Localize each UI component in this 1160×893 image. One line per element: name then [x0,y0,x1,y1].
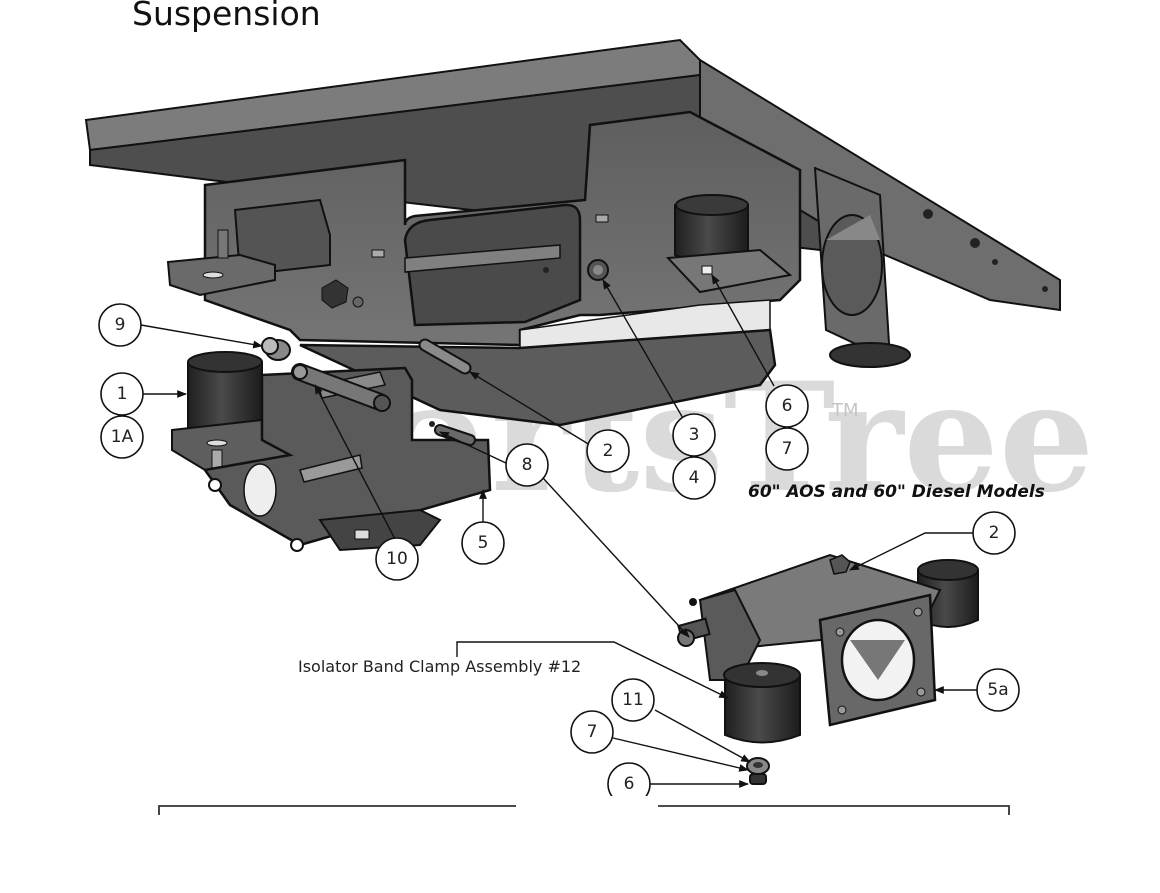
svg-text:3: 3 [689,425,700,445]
page-title: Suspension [132,0,321,33]
svg-text:5: 5 [478,533,489,553]
watermark-tm: TM [831,400,859,421]
bushing-9 [261,337,291,361]
svg-text:6: 6 [782,396,793,416]
svg-text:9: 9 [115,315,126,335]
assembly-label: Isolator Band Clamp Assembly #12 [298,657,581,676]
callout-4[interactable]: 4 [672,456,716,500]
leader-lines [140,274,977,788]
svg-text:8: 8 [522,455,533,475]
nut-washer-stack [746,757,770,785]
pin-2 [418,338,472,375]
seat-frame [84,38,1061,427]
callout-1a[interactable]: 1A [100,415,144,459]
callout-2b[interactable]: 2 [972,511,1016,555]
callouts: 9 1 1A 10 5 8 2 3 4 6 7 2 5a 11 7 6 [98,303,1020,805]
callout-9[interactable]: 9 [98,303,142,347]
svg-text:11: 11 [622,690,644,710]
svg-text:7: 7 [587,722,598,742]
callout-6b[interactable]: 6 [607,762,651,805]
left-suspension-bracket [171,337,492,552]
svg-text:1A: 1A [111,427,134,447]
svg-text:2: 2 [989,523,1000,543]
right-isolator [665,194,793,294]
callout-7b[interactable]: 7 [570,710,614,754]
svg-text:7: 7 [782,439,793,459]
callout-10[interactable]: 10 [375,537,419,581]
grease-fitting-center [587,259,609,281]
svg-text:4: 4 [689,468,700,488]
callout-1[interactable]: 1 [100,372,144,416]
bottom-bracket-frame [158,805,1010,815]
callout-11[interactable]: 11 [611,678,655,722]
lower-right-assembly [677,553,979,785]
grease-fitting-left [321,279,364,309]
callout-6[interactable]: 6 [765,384,809,428]
svg-text:1: 1 [117,384,128,404]
svg-text:10: 10 [386,549,408,569]
pivot-shaft [291,363,391,412]
model-caption: 60" AOS and 60" Diesel Models [748,482,1045,502]
callout-8[interactable]: 8 [505,443,549,487]
frame-center-cutout [403,203,582,327]
svg-text:5a: 5a [987,680,1008,700]
callout-3[interactable]: 3 [672,413,716,457]
callout-5a[interactable]: 5a [976,668,1020,712]
callout-7[interactable]: 7 [765,427,809,471]
callout-2[interactable]: 2 [586,429,630,473]
callout-5[interactable]: 5 [461,521,505,565]
svg-text:2: 2 [603,441,614,461]
rear-flange [813,166,892,362]
svg-text:6: 6 [624,774,635,794]
